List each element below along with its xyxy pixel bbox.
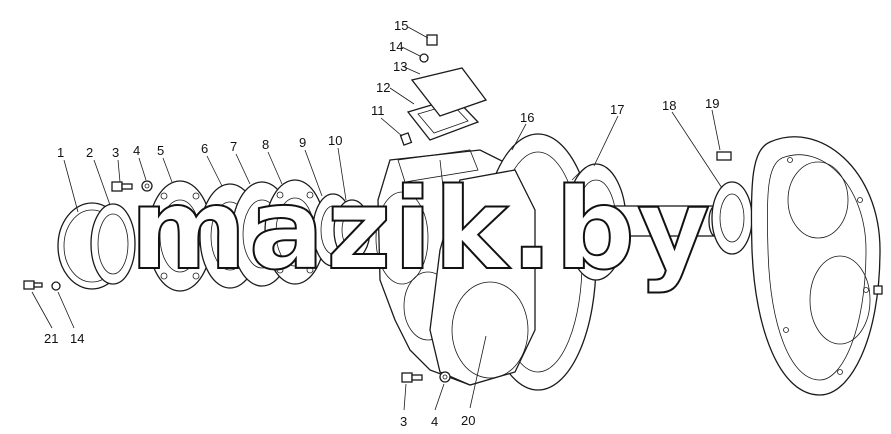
callout-4: 4 bbox=[133, 143, 140, 158]
part-14-nut-top bbox=[419, 53, 429, 63]
part-15-bolt-top bbox=[426, 34, 438, 46]
callout-13: 13 bbox=[393, 59, 407, 74]
part-3-bolt-lower bbox=[401, 372, 423, 383]
part-4-washer-upper bbox=[141, 180, 153, 192]
leader-lines bbox=[31, 26, 723, 411]
end-housing-cover bbox=[750, 136, 883, 396]
callout-10: 10 bbox=[328, 133, 342, 148]
callout-12: 12 bbox=[376, 80, 390, 95]
callout-2: 2 bbox=[86, 145, 93, 160]
callout-3-lower: 3 bbox=[400, 414, 407, 429]
callout-11: 11 bbox=[371, 103, 385, 118]
callout-8: 8 bbox=[262, 137, 269, 152]
callout-7: 7 bbox=[230, 139, 237, 154]
callout-14-left: 14 bbox=[70, 331, 84, 346]
part-18-bearing bbox=[711, 181, 753, 255]
callout-17: 17 bbox=[610, 102, 624, 117]
callout-15: 15 bbox=[394, 18, 408, 33]
part-10-housing bbox=[333, 199, 371, 261]
part-2-gasket bbox=[90, 203, 136, 285]
callout-20: 20 bbox=[461, 413, 475, 428]
part-14-nut-left bbox=[51, 281, 61, 291]
part-13-cover-plate bbox=[410, 67, 488, 117]
part-20-body-front bbox=[429, 169, 536, 386]
part-11-pin bbox=[399, 132, 413, 146]
part-21-bolt bbox=[23, 280, 43, 290]
part-4-washer-lower bbox=[439, 371, 451, 383]
callout-21: 21 bbox=[44, 331, 58, 346]
callout-18: 18 bbox=[662, 98, 676, 113]
callout-19: 19 bbox=[705, 96, 719, 111]
callout-3: 3 bbox=[112, 145, 119, 160]
callout-4-lower: 4 bbox=[431, 414, 438, 429]
part-3-bolt-upper bbox=[111, 181, 133, 192]
callout-14-top: 14 bbox=[389, 39, 403, 54]
watermark-text: mazik.by bbox=[130, 165, 712, 295]
callout-16: 16 bbox=[520, 110, 534, 125]
part-19-dowel bbox=[716, 151, 732, 161]
callout-9: 9 bbox=[299, 135, 306, 150]
callout-5: 5 bbox=[157, 143, 164, 158]
callout-1: 1 bbox=[57, 145, 64, 160]
callout-6: 6 bbox=[201, 141, 208, 156]
